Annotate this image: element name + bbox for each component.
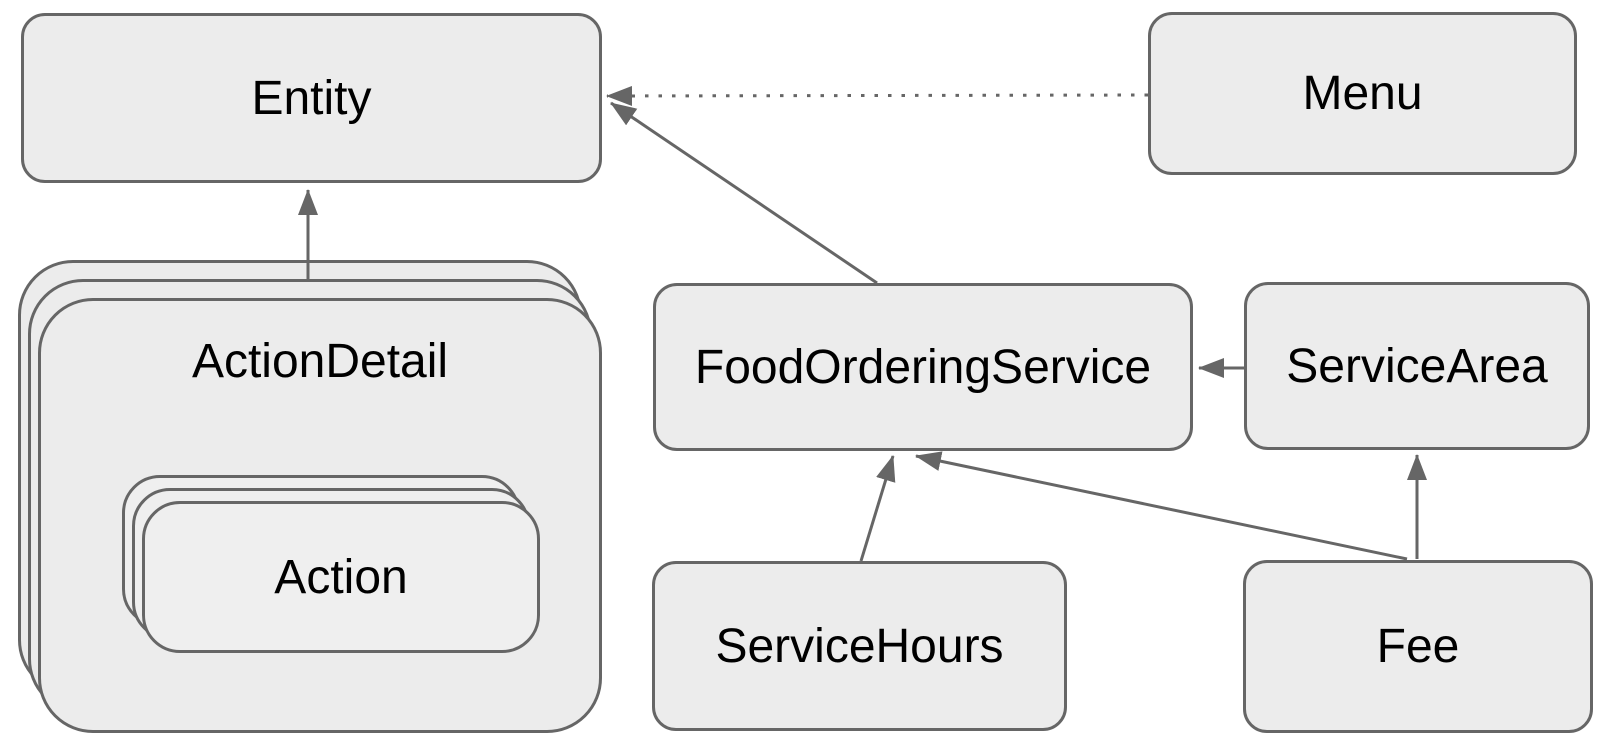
node-entity: Entity: [21, 13, 602, 183]
action-card-front: [142, 501, 540, 653]
node-foodorderingservice: FoodOrderingService: [653, 283, 1193, 451]
node-actiondetail-label: ActionDetail: [191, 334, 449, 388]
node-entity-label: Entity: [251, 71, 372, 125]
edge-menu-entity: [606, 85, 1149, 106]
node-foodorderingservice-label: FoodOrderingService: [694, 340, 1152, 394]
node-servicehours-label: ServiceHours: [715, 619, 1004, 673]
node-fee-label: Fee: [1376, 620, 1460, 673]
node-menu-label: Menu: [1302, 67, 1423, 120]
edge-servicehours-foodorderingservice: [859, 455, 896, 562]
node-servicearea: ServiceArea: [1244, 282, 1590, 450]
node-action-label: Action: [274, 550, 408, 604]
node-servicearea-label: ServiceArea: [1286, 339, 1548, 393]
edge-fee-foodorderingservice: [915, 451, 1408, 561]
edge-foodorderingservice-entity: [610, 101, 878, 285]
node-fee: Fee: [1243, 560, 1593, 733]
node-servicehours: ServiceHours: [652, 561, 1067, 731]
node-menu: Menu: [1148, 12, 1577, 175]
